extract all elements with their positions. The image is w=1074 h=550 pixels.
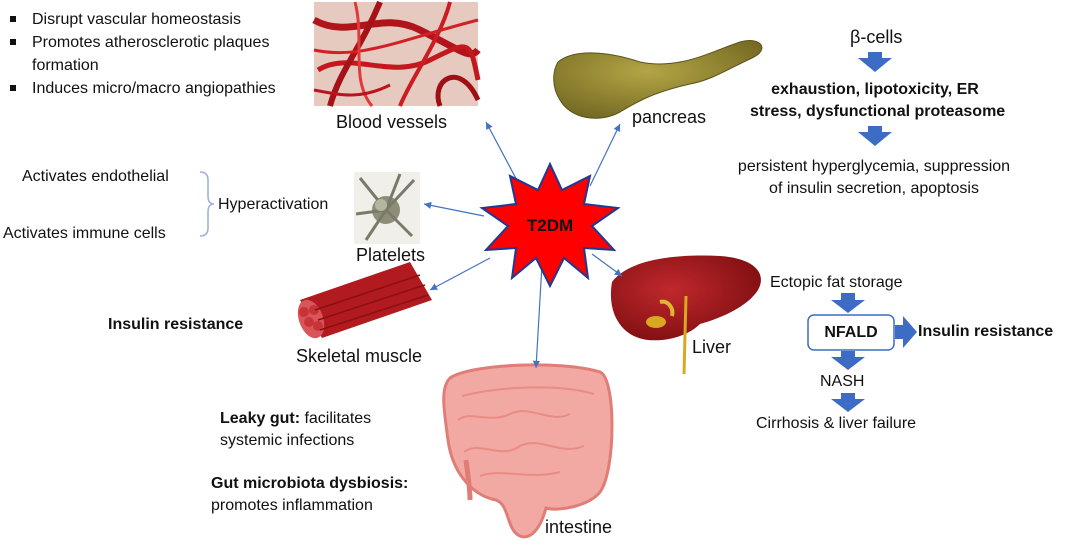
intestine-image bbox=[442, 363, 614, 539]
effect-item: Induces micro/macro angiopathies bbox=[6, 77, 276, 100]
pancreas-outcome: persistent hyperglycemia, suppression of… bbox=[724, 157, 1024, 198]
block-arrow-nfald-down bbox=[831, 351, 865, 370]
activates-immune-cells: Activates immune cells bbox=[3, 225, 166, 242]
block-arrow-nfald-right bbox=[895, 316, 917, 348]
leaky-gut-line-2: systemic infections bbox=[220, 432, 355, 449]
beta-cells-label: β-cells bbox=[850, 27, 903, 47]
block-arrow-ectopic-down bbox=[831, 293, 865, 313]
effect-continuation-text: formation bbox=[32, 57, 99, 74]
liver-label: Liver bbox=[692, 337, 732, 357]
blood-vessels-image bbox=[312, 0, 481, 107]
pancreas-stressors: exhaustion, lipotoxicity, ER stress, dys… bbox=[750, 80, 1006, 121]
cirrhosis-label: Cirrhosis & liver failure bbox=[756, 415, 917, 432]
effect-item: Disrupt vascular homeostasis bbox=[6, 8, 276, 31]
intestine-label: intestine bbox=[545, 517, 613, 537]
hyperactivation-label: Hyperactivation bbox=[218, 196, 329, 213]
dysbiosis-title: Gut microbiota dysbiosis: bbox=[211, 475, 409, 492]
stressors-line-1: exhaustion, lipotoxicity, ER bbox=[771, 81, 979, 98]
outcome-line-1: persistent hyperglycemia, suppression bbox=[737, 158, 1011, 175]
leaky-gut-text: Leaky gut: facilitates bbox=[220, 409, 371, 428]
platelets-label: Platelets bbox=[356, 245, 426, 265]
activates-endothelial: Activates endothelial bbox=[22, 168, 169, 185]
effect-item-continuation: formation bbox=[6, 54, 276, 77]
platelet-image bbox=[354, 172, 420, 244]
skeletal-muscle-image bbox=[297, 262, 432, 339]
block-arrow-nash-down bbox=[831, 393, 865, 412]
blood-vessels-label: Blood vessels bbox=[336, 112, 448, 132]
stressors-line-2: stress, dysfunctional proteasome bbox=[750, 103, 1006, 120]
connector-arrows bbox=[423, 121, 623, 369]
outcome-line-2: of insulin secretion, apoptosis bbox=[769, 180, 979, 197]
liver-image bbox=[610, 255, 761, 375]
dysbiosis-line-2: promotes inflammation bbox=[211, 497, 373, 514]
block-arrow-stress-down bbox=[858, 126, 892, 146]
leaky-gut-rest: facilitates bbox=[300, 410, 372, 427]
pancreas-label: pancreas bbox=[632, 107, 707, 127]
muscle-insulin-resistance: Insulin resistance bbox=[108, 316, 244, 333]
platelet-bracket bbox=[199, 171, 215, 237]
liver-insulin-resistance: Insulin resistance bbox=[918, 323, 1054, 340]
effect-item: Promotes atherosclerotic plaques bbox=[6, 31, 276, 54]
block-arrow-beta-down bbox=[858, 52, 892, 72]
nfald-box bbox=[807, 314, 895, 351]
nash-label: NASH bbox=[820, 373, 865, 390]
nfald-label: NFALD bbox=[824, 324, 878, 341]
ectopic-fat-storage: Ectopic fat storage bbox=[770, 274, 903, 291]
pancreas-image bbox=[553, 40, 763, 119]
blood-vessel-effects: Disrupt vascular homeostasis Promotes at… bbox=[6, 8, 276, 100]
t2dm-label: T2DM bbox=[526, 216, 574, 235]
t2dm-starburst bbox=[479, 161, 621, 289]
leaky-gut-title: Leaky gut: bbox=[220, 410, 301, 427]
skeletal-muscle-label: Skeletal muscle bbox=[296, 346, 423, 366]
